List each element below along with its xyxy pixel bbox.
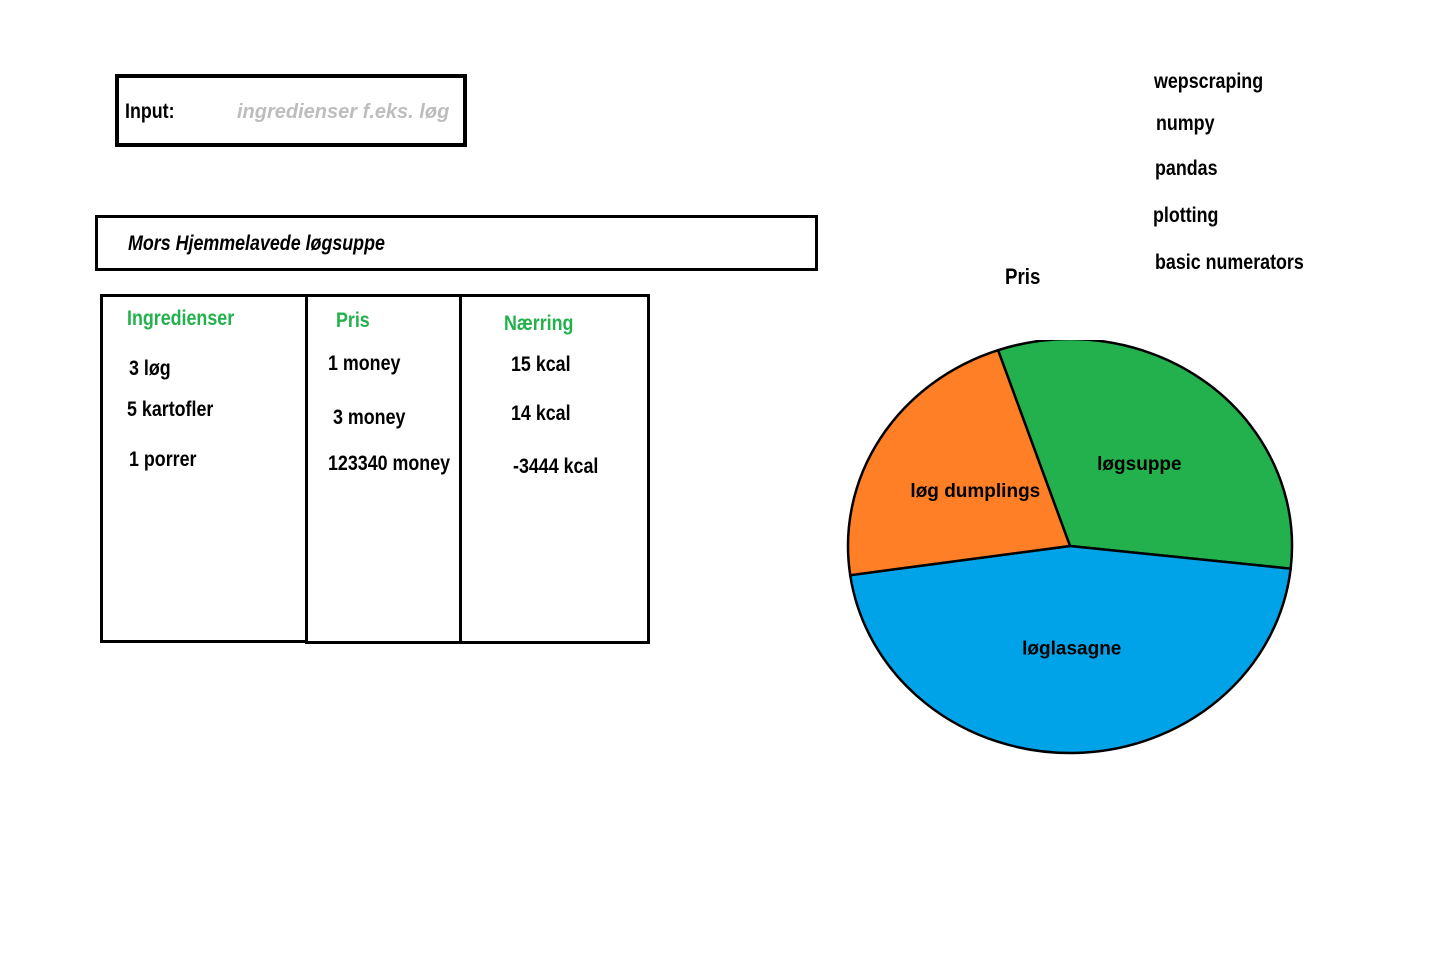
- tech-item-pandas: pandas: [1155, 157, 1218, 180]
- ingredients-column: Ingredienser 3 løg 5 kartofler 1 porrer: [100, 294, 305, 643]
- pie-slice-label-0: løgsuppe: [1097, 454, 1181, 475]
- ingredient-item: 3 løg: [129, 357, 171, 380]
- tech-item-numpy: numpy: [1156, 112, 1215, 135]
- input-label: Input:: [125, 100, 175, 123]
- tech-item-basic-numerators: basic numerators: [1155, 251, 1304, 274]
- price-item: 123340 money: [328, 452, 451, 475]
- tech-item-plotting: plotting: [1153, 204, 1219, 227]
- tech-item-wepscraping: wepscraping: [1154, 70, 1264, 93]
- price-column: Pris 1 money 3 money 123340 money: [305, 294, 462, 644]
- pie-slice-0: [996, 340, 1294, 571]
- ingredient-search-input[interactable]: [237, 96, 452, 128]
- nutrition-header: Nærring: [504, 312, 574, 335]
- input-box: Input:: [115, 74, 467, 147]
- recipe-title-box[interactable]: Mors Hjemmelavede løgsuppe: [95, 215, 818, 271]
- recipe-title: Mors Hjemmelavede løgsuppe: [128, 232, 385, 255]
- nutrition-item: -3444 kcal: [513, 455, 599, 478]
- ingredients-header: Ingredienser: [127, 307, 235, 330]
- chart-title: Pris: [1005, 264, 1041, 289]
- pie-slice-1: [848, 544, 1293, 755]
- nutrition-column: Nærring 15 kcal 14 kcal -3444 kcal: [459, 294, 650, 644]
- nutrition-item: 14 kcal: [511, 402, 571, 425]
- nutrition-item: 15 kcal: [511, 353, 571, 376]
- pie-slice-2: [846, 348, 1072, 577]
- price-item: 3 money: [333, 406, 406, 429]
- pie-slice-label-2: løg dumplings: [910, 481, 1040, 502]
- price-item: 1 money: [328, 352, 401, 375]
- price-pie-chart: løgsuppe løglasagne løg dumplings: [846, 340, 1294, 755]
- ingredient-item: 1 porrer: [129, 448, 197, 471]
- price-header: Pris: [336, 309, 370, 332]
- ingredient-item: 5 kartofler: [127, 398, 214, 421]
- pie-slice-label-1: løglasagne: [1022, 639, 1121, 660]
